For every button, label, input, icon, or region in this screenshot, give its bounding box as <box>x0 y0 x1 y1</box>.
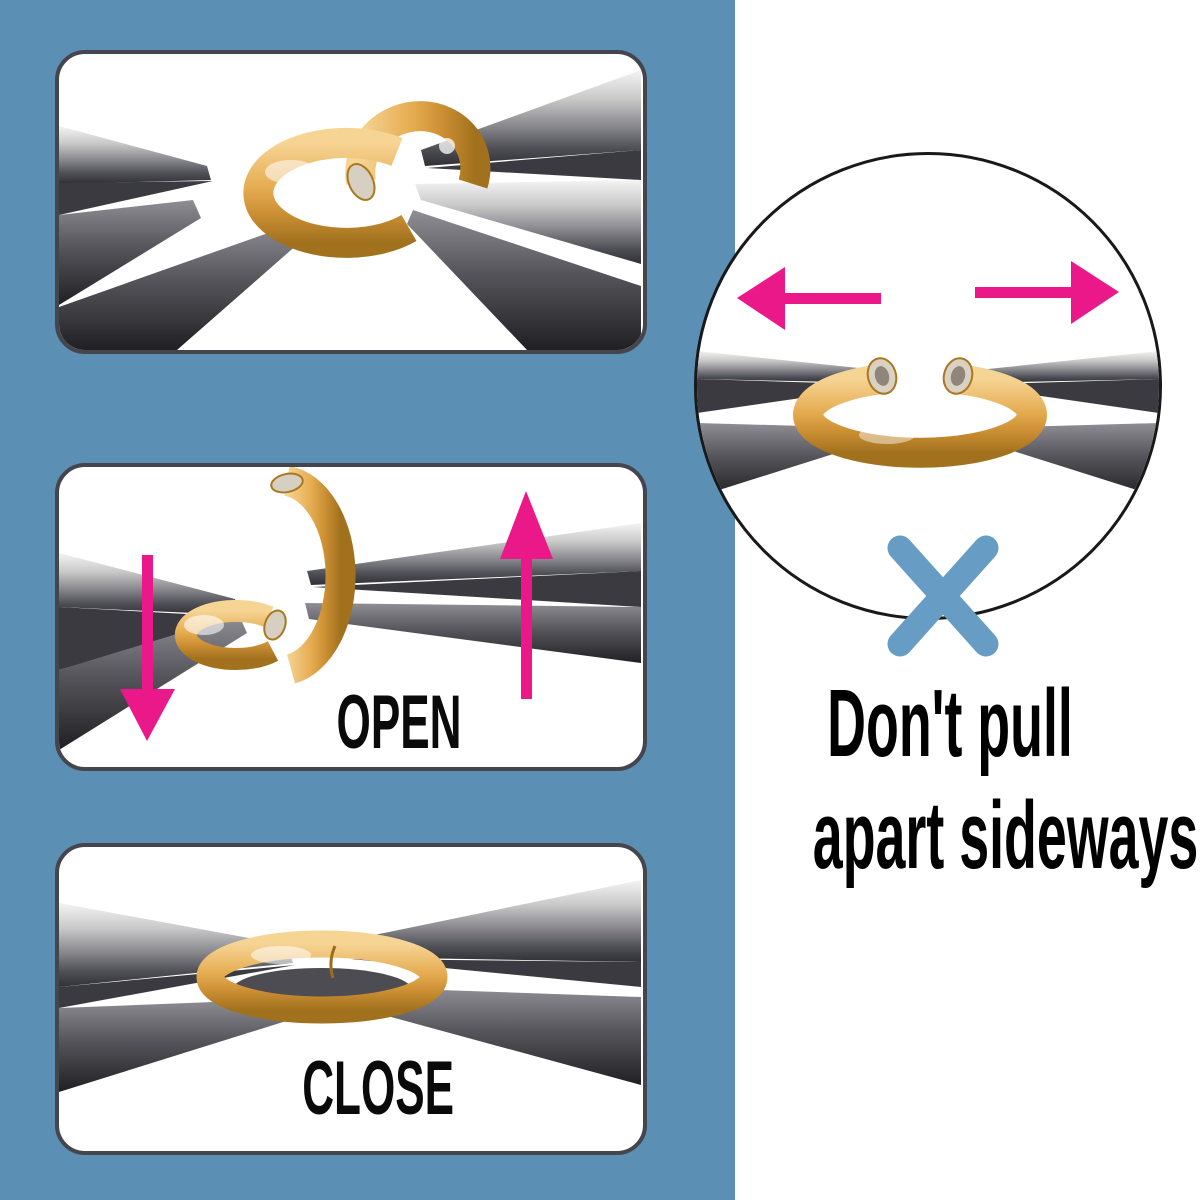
sideways-pull-illustration <box>697 261 1159 497</box>
step1-panel-hold <box>55 50 647 354</box>
jump-ring-icon <box>174 467 356 684</box>
step2-illustration <box>59 467 641 750</box>
step1-illustration <box>59 70 641 350</box>
step2-panel-open: OPEN <box>55 463 647 771</box>
jump-ring-icon <box>196 930 448 1024</box>
jump-ring-icon <box>793 357 1047 468</box>
jump-ring-icon <box>243 101 491 258</box>
step3-illustration <box>59 880 641 1092</box>
arrow-right-icon <box>975 261 1119 324</box>
x-mark-icon <box>887 535 999 657</box>
arrow-up-icon <box>500 491 553 699</box>
arrow-down-icon <box>120 555 175 741</box>
arrow-left-icon <box>737 267 881 330</box>
warning-caption: Don't pull apart sideways <box>812 668 1199 892</box>
open-label: OPEN <box>336 680 462 765</box>
warning-line2: apart sideways <box>812 782 1199 889</box>
pliers-right-icon <box>305 523 641 663</box>
pliers-right-icon <box>347 880 641 1085</box>
warning-circle <box>694 152 1162 620</box>
warning-line1: Don't pull <box>827 670 1073 777</box>
pliers-left-icon <box>59 126 307 350</box>
close-label: CLOSE <box>302 1046 455 1131</box>
step3-panel-close: CLOSE <box>55 843 647 1155</box>
